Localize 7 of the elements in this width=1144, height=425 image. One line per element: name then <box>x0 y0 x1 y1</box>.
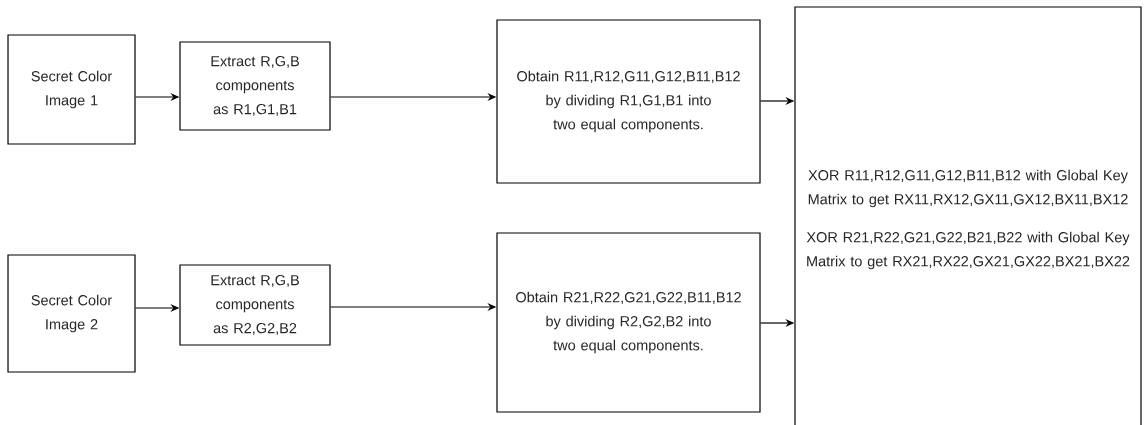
process-box: Obtain R11,R12,G11,G12,B11,B12 by dividing R1,G1,B1 into two equal components. <box>496 19 761 184</box>
output-box: XOR R11,R12,G11,G12,B11,B12 with Global Key Matrix to get RX11,RX12,GX11,GX12,BX11,BX12 XOR R21,R22,G21,G22,B21,B22 with Global Key Matrix to get RX21,RX22,GX21,GX22,BX21,BX22 <box>794 6 1142 425</box>
input-box: Secret Color Image 1 <box>7 34 136 145</box>
input-box: Secret Color Image 2 <box>7 254 136 373</box>
process-box: Extract R,G,B components as R2,G2,B2 <box>179 264 331 346</box>
process-box: Obtain R21,R22,G21,G22,B11,B12 by dividing R2,G2,B2 into two equal components. <box>496 232 761 413</box>
process-box: Extract R,G,B components as R1,G1,B1 <box>179 41 331 131</box>
